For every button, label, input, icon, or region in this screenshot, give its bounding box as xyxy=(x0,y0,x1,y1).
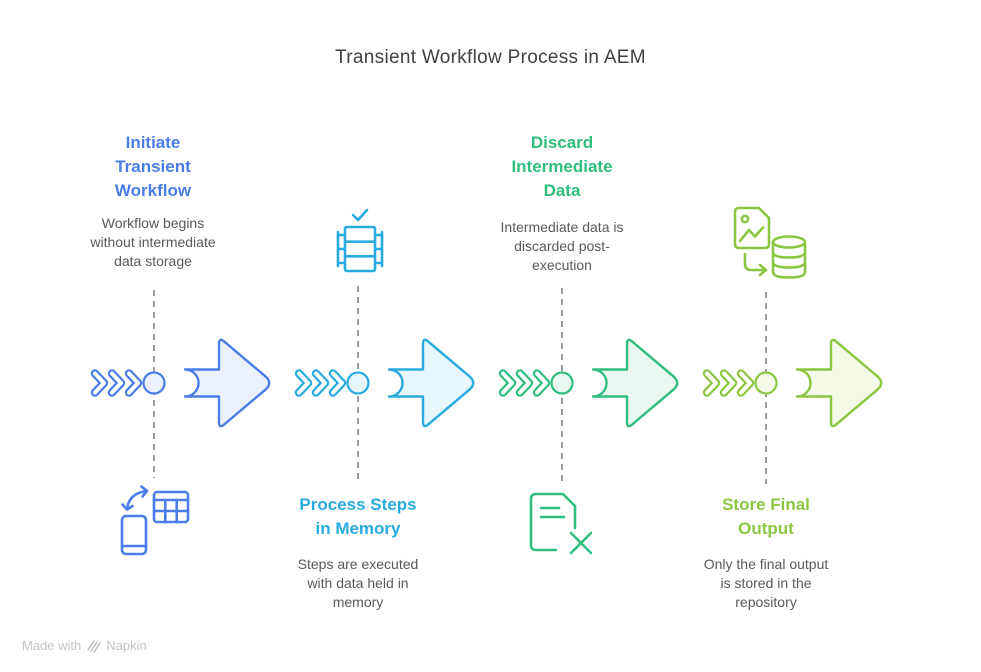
made-with-label: Made with xyxy=(22,638,82,653)
step-4-title: Store Final Output xyxy=(722,495,810,538)
triple-chevron-icon xyxy=(294,369,347,397)
document-delete-icon xyxy=(529,492,593,555)
step-2-title: Process Steps in Memory xyxy=(299,495,417,538)
step-1-description: Workflow begins without intermediate dat… xyxy=(90,215,216,269)
milestone-circle-icon xyxy=(754,371,778,395)
milestone-circle-icon xyxy=(346,371,370,395)
milestone-circle-icon xyxy=(550,371,574,395)
napkin-logo-icon xyxy=(87,639,102,653)
diagram-title: Transient Workflow Process in AEM xyxy=(335,47,646,68)
big-arrow-icon xyxy=(387,338,475,428)
image-to-database-icon xyxy=(733,206,807,279)
step-3-title: Discard Intermediate Data xyxy=(511,133,613,200)
triple-chevron-icon xyxy=(498,369,551,397)
flow-arrow-4 xyxy=(702,338,883,428)
big-arrow-icon xyxy=(591,338,679,428)
milestone-circle-icon xyxy=(142,371,166,395)
flow-arrow-2 xyxy=(294,338,475,428)
triple-chevron-icon xyxy=(90,369,143,397)
step-1-title: Initiate Transient Workflow xyxy=(114,133,192,200)
step-4-description: Only the final output is stored in the r… xyxy=(703,556,829,610)
big-arrow-icon xyxy=(795,338,883,428)
step-3-description: Intermediate data is discarded post- exe… xyxy=(500,219,624,273)
device-sync-table-icon xyxy=(120,485,190,556)
triple-chevron-icon xyxy=(702,369,755,397)
brand-label: Napkin xyxy=(106,638,147,653)
flow-arrow-1 xyxy=(90,338,271,428)
memory-stack-check-icon xyxy=(336,208,384,273)
footer-credit: Made with Napkin xyxy=(22,638,147,653)
step-2-description: Steps are executed with data held in mem… xyxy=(297,556,419,610)
big-arrow-icon xyxy=(183,338,271,428)
flow-arrow-3 xyxy=(498,338,679,428)
